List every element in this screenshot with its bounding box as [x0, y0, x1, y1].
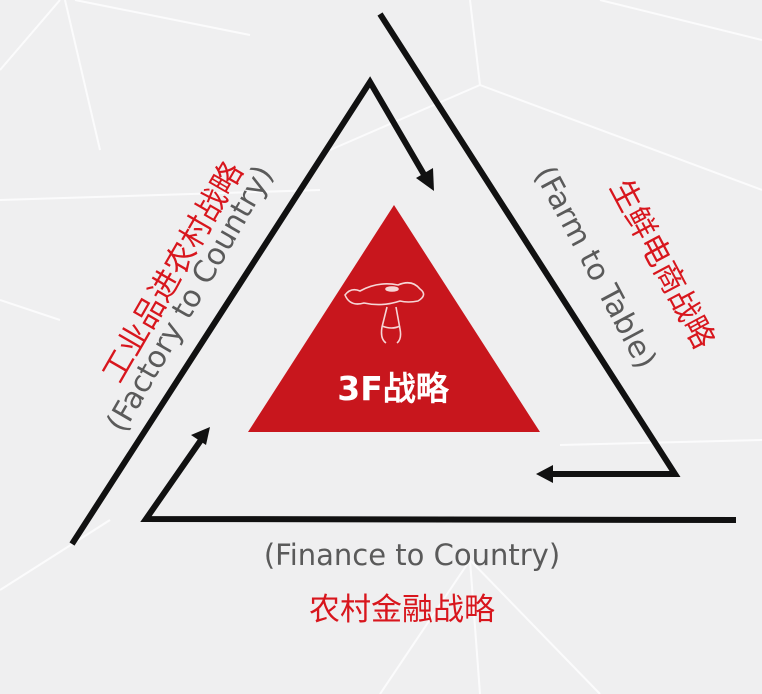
farm-to-table-arrow	[377, 12, 681, 483]
finance-to-country-arrow	[140, 427, 737, 523]
factory-to-country-arrow	[69, 76, 434, 546]
center-label: 3F战略	[337, 369, 449, 408]
bottom-label-en: (Finance to Country)	[263, 538, 561, 572]
bottom-label-cn: 农村金融战略	[309, 592, 495, 628]
jd-dog-mascot-icon	[344, 281, 425, 344]
center-triangle	[248, 205, 540, 432]
